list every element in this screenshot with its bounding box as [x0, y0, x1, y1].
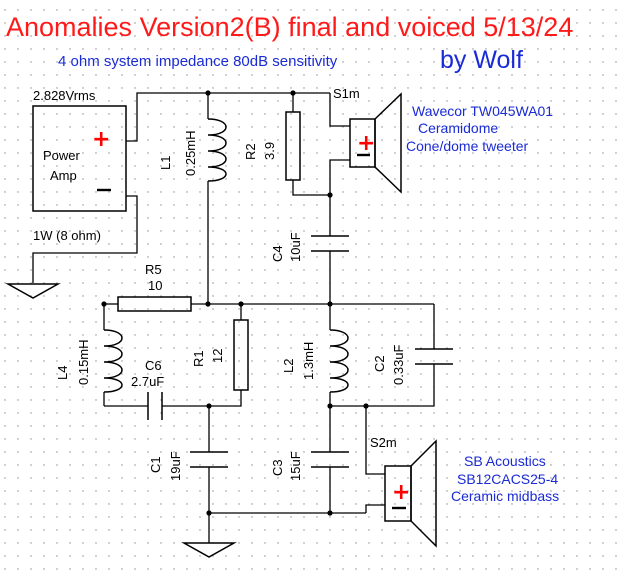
wire-r1-bottom: [209, 390, 242, 407]
l4-ref-label: L4: [55, 366, 70, 380]
wire-midbass-minus: [365, 504, 385, 513]
r1-ref-label: R1: [191, 350, 206, 367]
midbass-model-label: SB12CACS25-4: [457, 471, 558, 487]
ground-icon-bottom: [181, 542, 237, 558]
c6-ref-label: C6: [145, 358, 162, 373]
tweeter-type-label: Ceramidome: [418, 120, 498, 136]
power-amp-label-line1: Power: [43, 148, 81, 163]
junction-dot: [205, 301, 211, 307]
inductor-l4: [103, 329, 123, 393]
power-amp-source: Power Amp +: [32, 105, 127, 212]
resistor-r5: [117, 296, 192, 312]
midbass-brand-label: SB Acoustics: [464, 453, 546, 469]
wire-tweeter-plus: [329, 93, 350, 127]
midbass-speaker-icon: [384, 439, 437, 548]
schematic-title: Anomalies Version2(B) final and voiced 5…: [6, 12, 573, 42]
c6-value-label: 2.7uF: [131, 374, 164, 389]
c1-ref-label: C1: [148, 456, 163, 473]
l2-ref-label: L2: [281, 359, 296, 373]
source-power-label: 1W (8 ohm): [33, 228, 101, 243]
midbass-desc-label: Ceramic midbass: [451, 488, 559, 504]
junction-dot: [327, 301, 333, 307]
tweeter-ref-label: S1m: [333, 86, 360, 101]
junction-dot: [101, 301, 107, 307]
c1-value-label: 19uF: [168, 451, 183, 481]
junction-dot: [238, 301, 244, 307]
midbass-plus-icon: +: [392, 480, 410, 505]
inductor-l2: [329, 329, 349, 393]
junction-dot: [327, 192, 333, 198]
tweeter-desc-label: Cone/dome tweeter: [406, 138, 529, 154]
junction-dot: [205, 90, 211, 96]
midbass-ref-label: S2m: [370, 435, 397, 450]
l2-value-label: 1.3mH: [301, 342, 316, 380]
wire-tweeter-minus: [329, 159, 350, 236]
c4-ref-label: C4: [270, 245, 285, 262]
junction-dot: [206, 403, 212, 409]
junction-dot: [327, 510, 333, 516]
wire-top-rail: [126, 92, 330, 142]
power-amp-plus-icon: +: [92, 127, 110, 152]
r5-value-label: 10: [148, 278, 162, 293]
c2-value-label: 0.33uF: [391, 344, 406, 385]
resistor-r1: [233, 319, 249, 391]
tweeter-plus-icon: +: [357, 131, 375, 156]
source-voltage-label: 2.828Vrms: [33, 88, 96, 103]
c2-ref-label: C2: [372, 355, 387, 372]
r5-ref-label: R5: [145, 262, 162, 277]
r1-value-label: 12: [210, 349, 225, 363]
tweeter-speaker-icon: [349, 92, 402, 194]
c4-value-label: 10uF: [288, 232, 303, 262]
junction-dot: [363, 403, 369, 409]
l4-value-label: 0.15mH: [76, 339, 91, 385]
tweeter-model-label: Wavecor TW045WA01: [412, 103, 553, 119]
wire-midbass-plus: [365, 406, 385, 475]
junction-dot: [206, 510, 212, 516]
junction-dot: [327, 403, 333, 409]
c3-ref-label: C3: [270, 459, 285, 476]
grid-dots: [4, 9, 617, 570]
ground-icon-left: [5, 283, 61, 299]
wire-r2-bottom: [292, 180, 330, 196]
r2-ref-label: R2: [243, 143, 258, 160]
power-amp-box: [32, 105, 127, 212]
author-credit: by Wolf: [440, 46, 523, 74]
r2-value-label: 3.9: [262, 142, 277, 160]
resistor-r2: [285, 111, 301, 181]
inductor-l1: [207, 118, 227, 182]
l1-value-label: 0.25mH: [183, 130, 198, 176]
power-amp-label-line2: Amp: [50, 168, 77, 183]
junction-dot: [290, 90, 296, 96]
l1-ref-label: L1: [158, 156, 173, 170]
schematic-subtitle: 4 ohm system impedance 80dB sensitivity: [58, 53, 338, 70]
c3-value-label: 15uF: [288, 451, 303, 481]
wire-source-ground: [32, 195, 138, 283]
